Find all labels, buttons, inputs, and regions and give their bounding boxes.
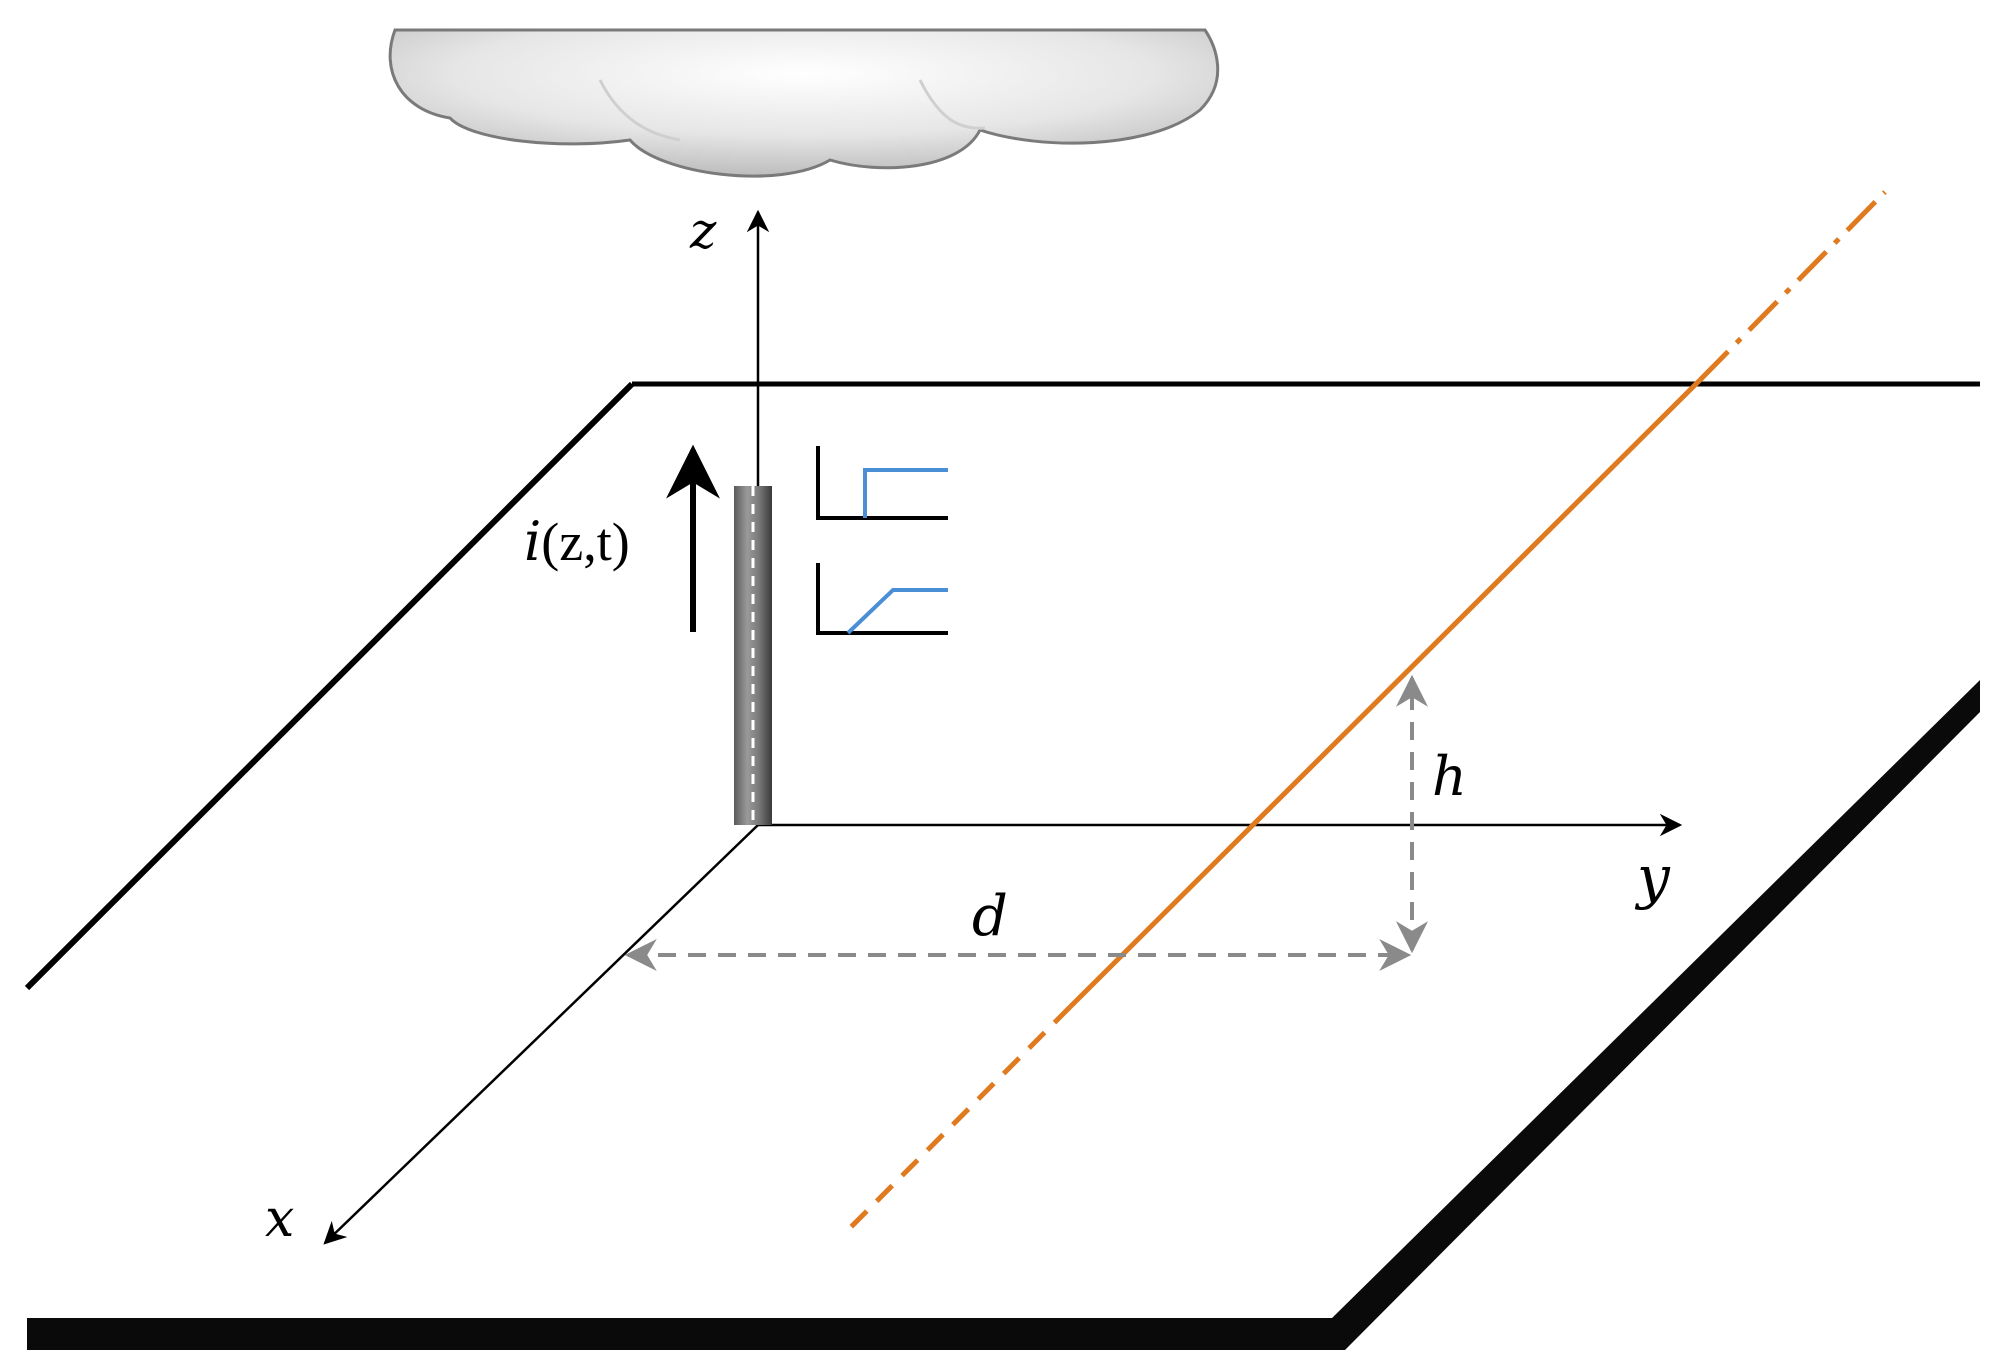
ground-plane [24,381,1980,1350]
step-waveform-icon [816,446,948,520]
distance-label: d [972,884,1008,949]
ground-left-edge [24,381,635,991]
lightning-channel [734,486,772,825]
overhead-line [848,190,1887,1230]
x-axis-label: x [265,1189,294,1249]
z-axis-label: z [689,202,717,260]
height-label: h [1432,745,1467,808]
coordinate-axes [323,209,1683,1245]
overhead-line-dashed-near [848,1005,1072,1230]
overhead-line-solid [1068,378,1702,1009]
current-label: i(z,t) [524,510,630,573]
ground-right-edge [1330,680,1980,1350]
x-axis [323,824,759,1245]
y-axis-label: y [1634,843,1671,911]
ramp-waveform-icon [816,563,948,635]
thundercloud-icon [388,28,1220,178]
current-arguments: (z,t) [541,512,629,572]
current-symbol: i [524,510,541,573]
overhead-line-dashed-far [1698,190,1887,382]
ground-front-edge [27,1318,1345,1350]
